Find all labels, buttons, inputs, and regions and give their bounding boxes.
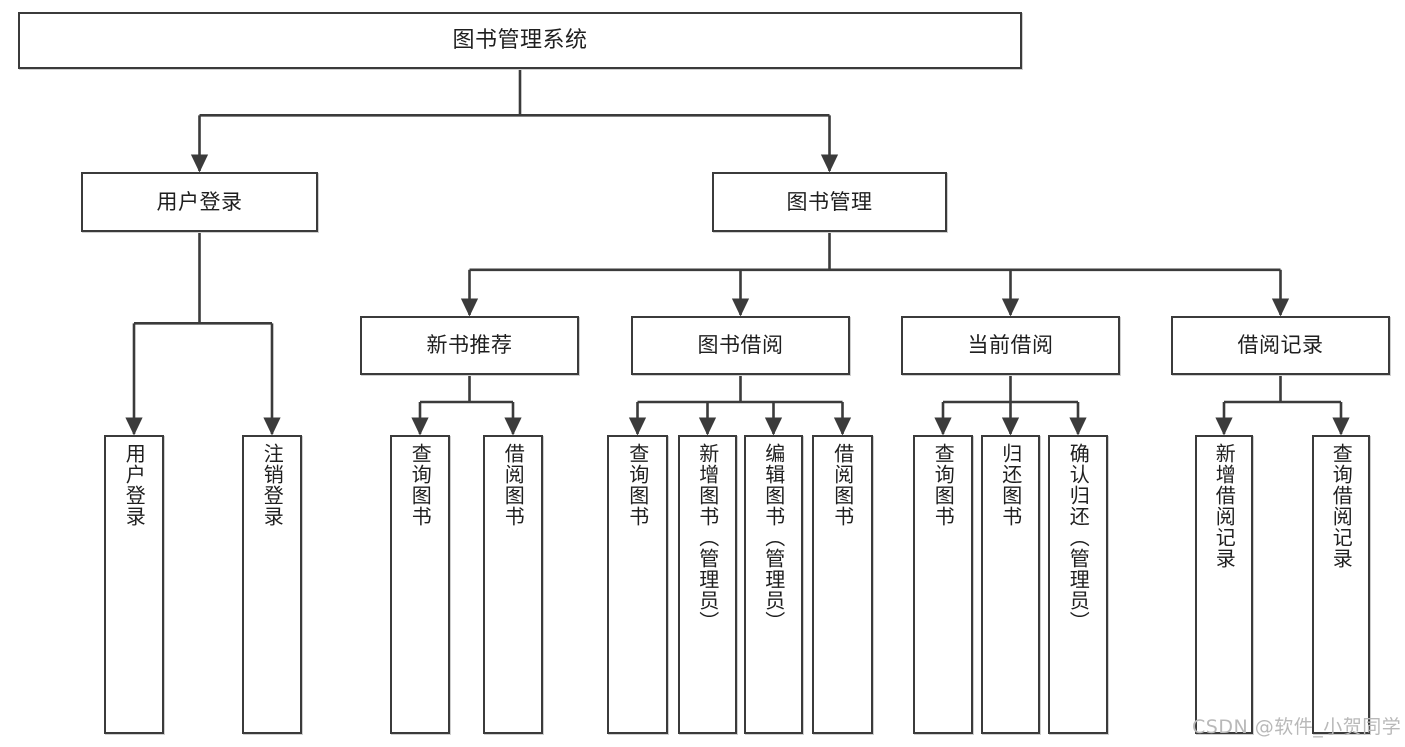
- node-new-book-recommend[interactable]: 新书推荐: [360, 316, 579, 375]
- leaf-logout[interactable]: 注销登录: [242, 435, 302, 734]
- leaf-query-borrow-record-label: 查询借阅记录: [1329, 443, 1354, 569]
- leaf-query-books-borrow[interactable]: 查询图书: [607, 435, 668, 734]
- node-new-book-recommend-label: 新书推荐: [426, 333, 513, 358]
- leaf-edit-book-admin-label: 编辑图书（管理员）: [761, 443, 786, 632]
- leaf-borrow-books-recommend[interactable]: 借阅图书: [483, 435, 543, 734]
- leaf-return-books[interactable]: 归还图书: [981, 435, 1040, 734]
- leaf-add-book-admin-label: 新增图书（管理员）: [695, 443, 720, 632]
- leaf-query-books-current[interactable]: 查询图书: [913, 435, 973, 734]
- node-root-label: 图书管理系统: [452, 27, 588, 53]
- leaf-return-books-label: 归还图书: [998, 443, 1023, 527]
- node-book-management-label: 图书管理: [786, 189, 873, 214]
- leaf-borrow-books-recommend-label: 借阅图书: [501, 443, 526, 527]
- node-user-login-label: 用户登录: [156, 189, 243, 214]
- leaf-query-borrow-record[interactable]: 查询借阅记录: [1312, 435, 1370, 734]
- leaf-query-books-recommend-label: 查询图书: [408, 443, 433, 527]
- node-current-borrow[interactable]: 当前借阅: [901, 316, 1120, 375]
- leaf-query-books-recommend[interactable]: 查询图书: [390, 435, 450, 734]
- leaf-borrow-books-label: 借阅图书: [830, 443, 855, 527]
- leaf-user-login-label: 用户登录: [122, 443, 147, 527]
- leaf-user-login[interactable]: 用户登录: [104, 435, 164, 734]
- node-user-login[interactable]: 用户登录: [81, 172, 318, 232]
- node-current-borrow-label: 当前借阅: [967, 333, 1054, 358]
- leaf-logout-label: 注销登录: [260, 443, 285, 527]
- node-book-management[interactable]: 图书管理: [712, 172, 947, 232]
- leaf-confirm-return-admin[interactable]: 确认归还（管理员）: [1048, 435, 1108, 734]
- leaf-borrow-books[interactable]: 借阅图书: [812, 435, 873, 734]
- leaf-edit-book-admin[interactable]: 编辑图书（管理员）: [744, 435, 803, 734]
- leaf-add-book-admin[interactable]: 新增图书（管理员）: [678, 435, 737, 734]
- csdn-watermark: CSDN @软件_小贺同学: [1192, 716, 1402, 738]
- leaf-query-books-borrow-label: 查询图书: [625, 443, 650, 527]
- node-borrow-records[interactable]: 借阅记录: [1171, 316, 1390, 375]
- node-book-borrow-label: 图书借阅: [697, 333, 784, 358]
- leaf-query-books-current-label: 查询图书: [931, 443, 956, 527]
- node-book-borrow[interactable]: 图书借阅: [631, 316, 850, 375]
- leaf-confirm-return-admin-label: 确认归还（管理员）: [1066, 443, 1091, 632]
- leaf-add-borrow-record-label: 新增借阅记录: [1212, 443, 1237, 569]
- node-borrow-records-label: 借阅记录: [1237, 333, 1324, 358]
- node-root[interactable]: 图书管理系统: [18, 12, 1022, 69]
- leaf-add-borrow-record[interactable]: 新增借阅记录: [1195, 435, 1253, 734]
